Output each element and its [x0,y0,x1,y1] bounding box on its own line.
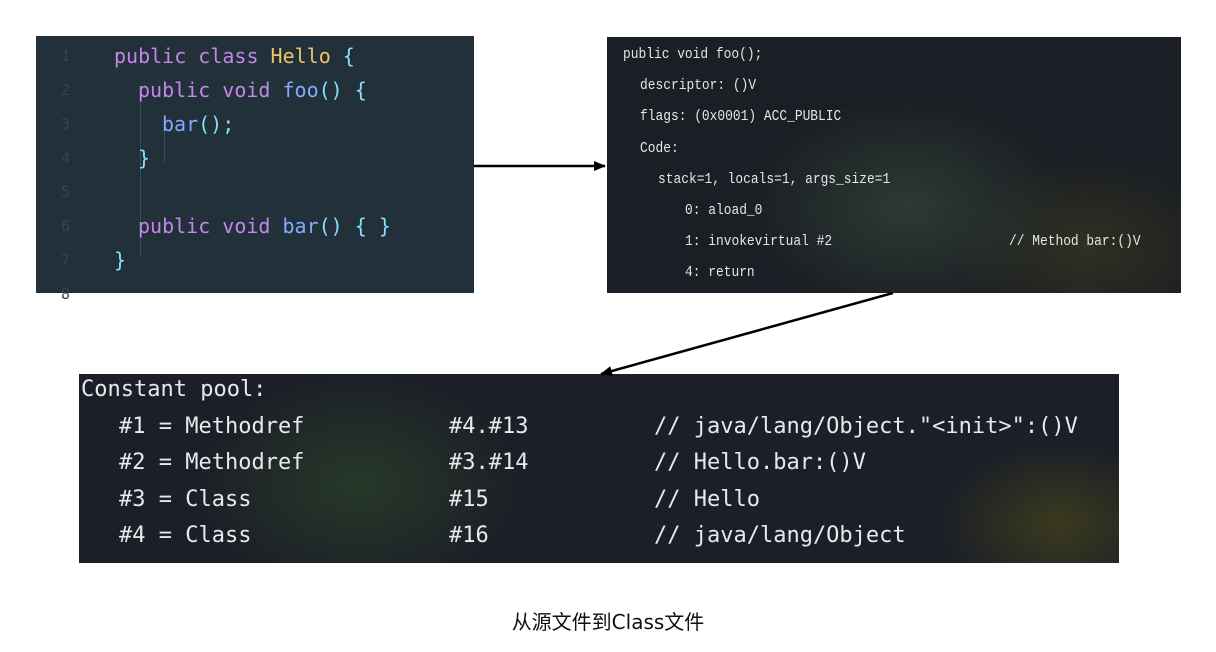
pool-entry-ref: #3.#14 [449,450,529,475]
code-token: public void [138,78,283,102]
code-token: public class [114,44,271,68]
code-token: () { [318,78,367,102]
code-line: 3 bar(); [36,107,474,141]
bytecode-line: descriptor: ()V [640,77,757,94]
source-code-panel: 1 public class Hello { 2 public void foo… [36,36,474,303]
pool-entry-index: #3 = Class [119,487,252,512]
code-line: 7 } [36,243,474,277]
constant-pool-panel: Constant pool: #1 = Methodref #4.#13 // … [79,374,1119,563]
line-number: 7 [60,251,70,269]
code-token: (); [198,112,235,136]
code-token: Hello [270,44,331,68]
pool-entry-ref: #15 [449,487,489,512]
bytecode-line: 4: return [685,264,755,281]
code-token: } [138,146,151,170]
pool-entry-ref: #16 [449,523,489,548]
pool-entry-index: #2 = Methodref [119,450,305,475]
code-line: 1 public class Hello { [36,39,474,73]
bytecode-comment: // Method bar:()V [1009,233,1141,250]
line-number: 3 [60,115,70,133]
code-token: public void [138,214,283,238]
line-number: 8 [60,285,70,303]
code-token: bar [282,214,319,238]
bytecode-line: flags: (0x0001) ACC_PUBLIC [640,108,842,125]
indent-guide [140,96,141,256]
line-number: 4 [60,149,70,167]
bytecode-line: Code: [640,140,679,157]
line-number: 2 [60,81,70,99]
line-number: 6 [60,217,70,235]
arrow-bytecode-to-constant-pool [600,291,894,376]
code-line: 4 } [36,141,474,175]
pool-entry-comment: // Hello [654,487,760,512]
code-line: 8 [36,277,474,311]
figure-caption: 从源文件到Class文件 [511,610,705,634]
code-token: } [114,248,127,272]
bytecode-panel: public void foo(); descriptor: ()V flags… [607,37,1181,293]
pool-entry-index: #1 = Methodref [119,414,305,439]
bytecode-line: stack=1, locals=1, args_size=1 [658,171,891,188]
pool-entry-comment: // Hello.bar:()V [654,450,866,475]
line-number: 5 [60,183,70,201]
bytecode-line: 1: invokevirtual #2 [685,233,833,250]
code-token: foo [282,78,319,102]
code-line: 2 public void foo() { [36,73,474,107]
code-line: 5 [36,175,474,209]
code-line: 6 public void bar() { } [36,209,474,243]
code-token: bar [162,112,199,136]
pool-entry-comment: // java/lang/Object [654,523,906,548]
code-token: { [330,44,355,68]
bytecode-line: 0: aload_0 [685,202,763,219]
line-number: 1 [60,47,70,65]
pool-entry-ref: #4.#13 [449,414,529,439]
bytecode-line: public void foo(); [623,46,763,63]
pool-entry-comment: // java/lang/Object."<init>":()V [654,414,1078,439]
indent-guide [164,130,165,162]
pool-entry-index: #4 = Class [119,523,252,548]
constant-pool-header: Constant pool: [81,377,267,402]
code-token: () { } [318,214,391,238]
